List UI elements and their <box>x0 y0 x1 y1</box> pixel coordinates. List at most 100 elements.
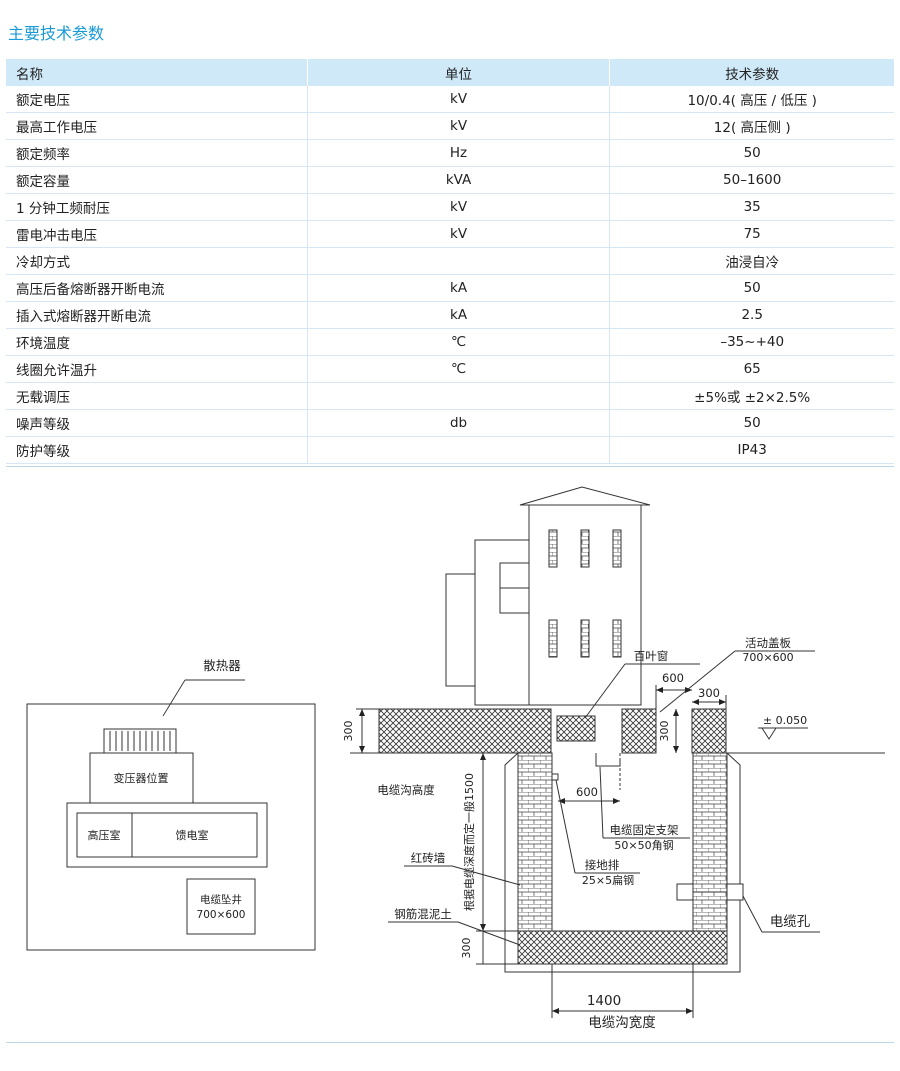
cell-name: 最高工作电压 <box>6 112 308 140</box>
cable-hole <box>676 883 744 901</box>
cell-name: 环境温度 <box>6 328 308 356</box>
foundation-left <box>378 708 552 754</box>
cell-value: 35 <box>609 193 894 221</box>
kiosk-roof <box>519 486 651 506</box>
bracket-spec: 50×50角钢 <box>614 839 673 852</box>
dim-600-mid: 600 <box>576 785 598 799</box>
rooms-outer <box>66 802 268 868</box>
cell-unit <box>306 247 610 275</box>
dim-600-top: 600 <box>662 671 684 685</box>
table-row: 环境温度℃–35~+40 <box>6 328 894 356</box>
level-label: ± 0.050 <box>763 714 807 727</box>
cell-value: 75 <box>609 220 894 248</box>
divider-bottom <box>6 1042 894 1043</box>
cell-name: 线圈允许温升 <box>6 355 308 383</box>
column-header-unit: 单位 <box>306 59 610 86</box>
brick-wall-right <box>692 752 728 932</box>
cell-name: 防护等级 <box>6 436 308 464</box>
trench-height-label: 电缆沟高度 <box>377 783 435 797</box>
radiator-fins <box>103 728 177 754</box>
louver-label: 百叶窗 <box>634 649 669 663</box>
ground-bar-label: 接地排 <box>585 858 620 872</box>
cell-unit: ℃ <box>306 328 610 356</box>
cable-hole-label: 电缆孔 <box>770 914 811 930</box>
cell-name: 高压后备熔断器开断电流 <box>6 274 308 302</box>
table-header-row: 名称 单位 技术参数 <box>6 59 894 86</box>
cell-value: 65 <box>609 355 894 383</box>
ground-bar-spec: 25×5扁钢 <box>582 874 634 887</box>
concrete-base <box>517 930 728 965</box>
transformer-label: 变压器位置 <box>114 771 169 785</box>
cell-name: 额定频率 <box>6 139 308 167</box>
divider-top <box>6 466 894 467</box>
dim-300-top: 300 <box>698 686 720 700</box>
dim-300-left: 300 <box>342 721 355 742</box>
cell-name: 1 分钟工频耐压 <box>6 193 308 221</box>
cell-value: –35~+40 <box>609 328 894 356</box>
cell-unit: Hz <box>306 139 610 167</box>
dim-300-right: 300 <box>658 721 671 742</box>
cell-unit <box>306 436 610 464</box>
cable-pit-box <box>186 878 256 935</box>
ground-bar <box>551 773 559 781</box>
cable-bracket <box>595 753 621 767</box>
table-row: 冷却方式 油浸自冷 <box>6 247 894 275</box>
cell-value: IP43 <box>609 436 894 464</box>
cell-value: 12( 高压侧 ) <box>609 112 894 140</box>
concrete-label: 钢筋混泥土 <box>394 907 452 921</box>
cell-value: 50 <box>609 139 894 167</box>
table-row: 无载调压±5%或 ±2×2.5% <box>6 382 894 410</box>
radiator-leader <box>162 679 186 717</box>
brick-wall-left <box>517 752 553 932</box>
hv-room-label: 高压室 <box>88 828 121 842</box>
trench-width-label: 电缆沟宽度 <box>588 1014 656 1031</box>
transformer-section <box>474 539 530 706</box>
plan-view: 散热器 变压器位置 高压室 馈电室 电缆坠井 700×600 <box>26 658 316 951</box>
vent-grilles <box>548 529 622 658</box>
cell-name: 额定容量 <box>6 166 308 194</box>
cell-value: 50 <box>609 409 894 437</box>
cell-name: 噪声等级 <box>6 409 308 437</box>
cover-slab <box>691 708 727 754</box>
cell-value: 50–1600 <box>609 166 894 194</box>
cell-unit: kV <box>306 193 610 221</box>
excavation-outline <box>504 752 741 973</box>
cell-unit: kV <box>306 220 610 248</box>
cell-unit <box>306 382 610 410</box>
cell-unit: kV <box>306 86 610 113</box>
cover-label: 活动盖板 <box>745 636 791 650</box>
cell-name: 插入式熔断器开断电流 <box>6 301 308 329</box>
cell-value: 50 <box>609 274 894 302</box>
level-marker <box>761 727 777 740</box>
cable-pit-label: 电缆坠井 <box>200 893 242 906</box>
cell-value: 油浸自冷 <box>609 247 894 275</box>
plan-outline <box>26 703 316 951</box>
cell-unit: ℃ <box>306 355 610 383</box>
louver-window <box>556 715 596 742</box>
foundation-mid <box>621 708 657 754</box>
radiator-label: 散热器 <box>203 658 241 673</box>
cable-pit-size: 700×600 <box>197 909 246 921</box>
cell-name: 额定电压 <box>6 86 308 113</box>
section-title: 主要技术参数 <box>8 24 105 43</box>
feeder-room-label: 馈电室 <box>176 828 209 842</box>
cell-value: 10/0.4( 高压 / 低压 ) <box>609 86 894 113</box>
width-dimension: 1400 <box>587 993 621 1009</box>
section-view: 百叶窗 活动盖板 700×600 600 300 300 300 ± 0.050… <box>342 486 885 1031</box>
dim-300-bottom: 300 <box>460 938 473 959</box>
rooms-inner <box>76 812 258 858</box>
cell-name: 雷电冲击电压 <box>6 220 308 248</box>
cell-name: 冷却方式 <box>6 247 308 275</box>
column-header-value: 技术参数 <box>609 59 894 86</box>
